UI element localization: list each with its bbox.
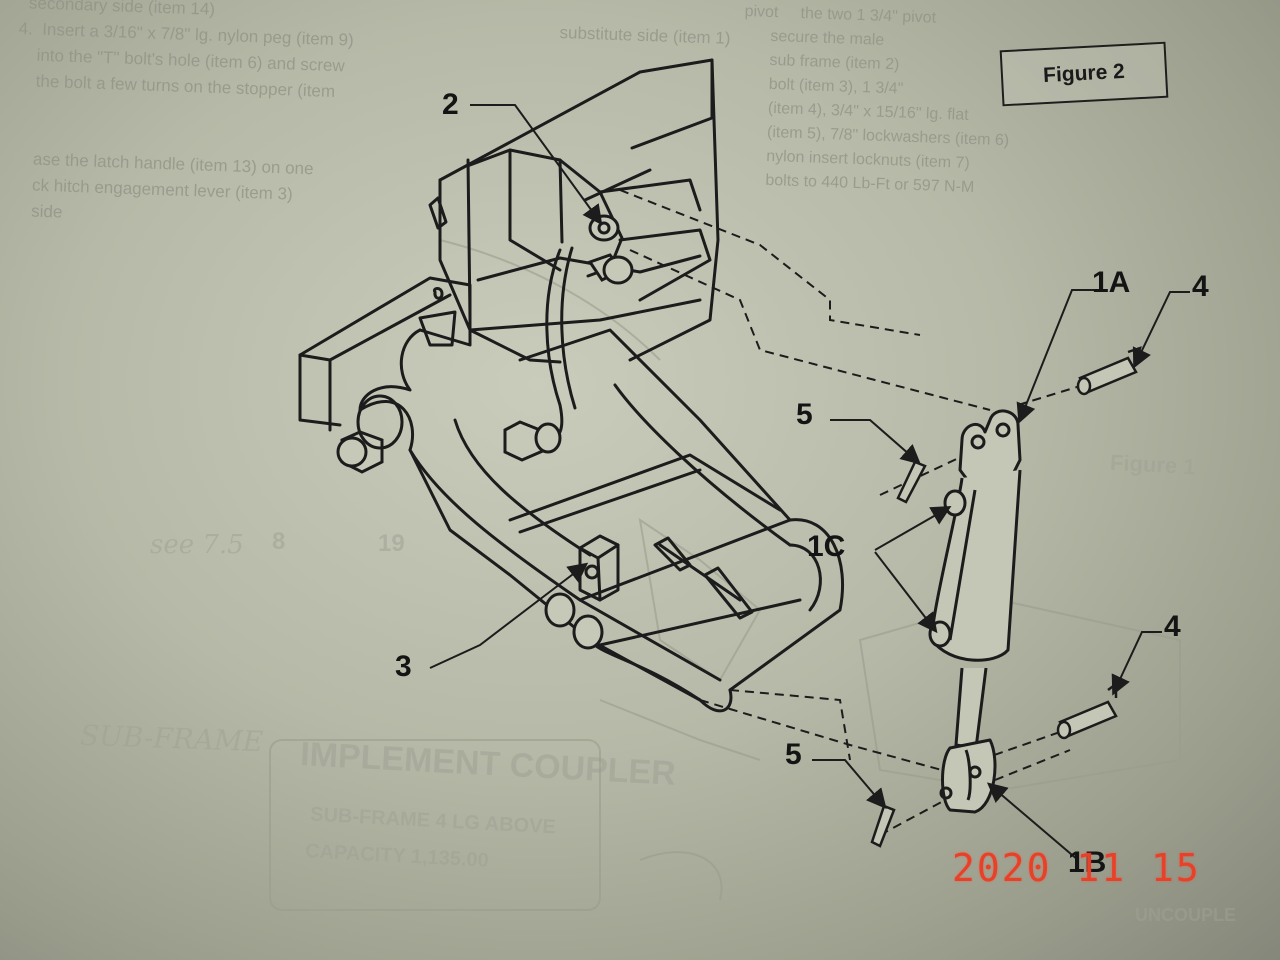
lynch-pins-item-5 <box>870 460 927 848</box>
upper-clevis <box>958 409 1022 492</box>
leader-3 <box>429 562 589 669</box>
leader-1a <box>1016 289 1098 424</box>
callout-1b: 1B <box>1068 846 1107 879</box>
leader-5-bottom <box>812 759 887 810</box>
upper-grease-fitting <box>943 489 967 517</box>
leader-1c-upper <box>874 506 952 551</box>
callout-1a: 1A <box>1092 266 1131 299</box>
figure-label: Figure 2 <box>999 41 1169 107</box>
leader-2 <box>470 104 603 226</box>
lower-grease-fitting <box>928 620 952 648</box>
ghost-number-8: 8 <box>272 528 286 555</box>
callout-1c: 1C <box>807 530 846 563</box>
callout-leaders <box>429 104 1190 861</box>
callout-4-bottom: 4 <box>1164 610 1181 643</box>
ghost-handwriting-see: see 7.5 <box>150 530 244 560</box>
callout-5-bottom: 5 <box>785 738 802 771</box>
lower-roller <box>544 592 576 628</box>
ghost-number-19: 19 <box>378 530 405 557</box>
ghost-uncouple: UNCOUPLE <box>1135 905 1237 925</box>
upper-bushing <box>588 214 620 242</box>
leader-1b <box>986 782 1079 861</box>
leader-5-top <box>830 419 922 465</box>
top-link-assembly <box>928 409 1022 814</box>
leader-4-top <box>1132 291 1190 369</box>
frame-bushings <box>336 214 634 650</box>
callout-5-top: 5 <box>796 398 813 431</box>
camera-date-stamp: 2020 11 15 <box>952 846 1201 890</box>
pins-item-4 <box>1056 346 1142 740</box>
leader-1c-lower <box>874 551 938 634</box>
leader-4-bottom <box>1111 631 1162 696</box>
upper-plate-right-edge <box>628 58 720 362</box>
callout-4-top: 4 <box>1192 270 1209 303</box>
upper-lynch-pin <box>896 460 927 504</box>
cylinder-rod <box>954 667 988 750</box>
lower-lynch-pin <box>870 804 896 848</box>
callout-2: 2 <box>442 88 459 121</box>
callout-3: 3 <box>395 650 412 683</box>
assembly-lines <box>619 189 1101 836</box>
